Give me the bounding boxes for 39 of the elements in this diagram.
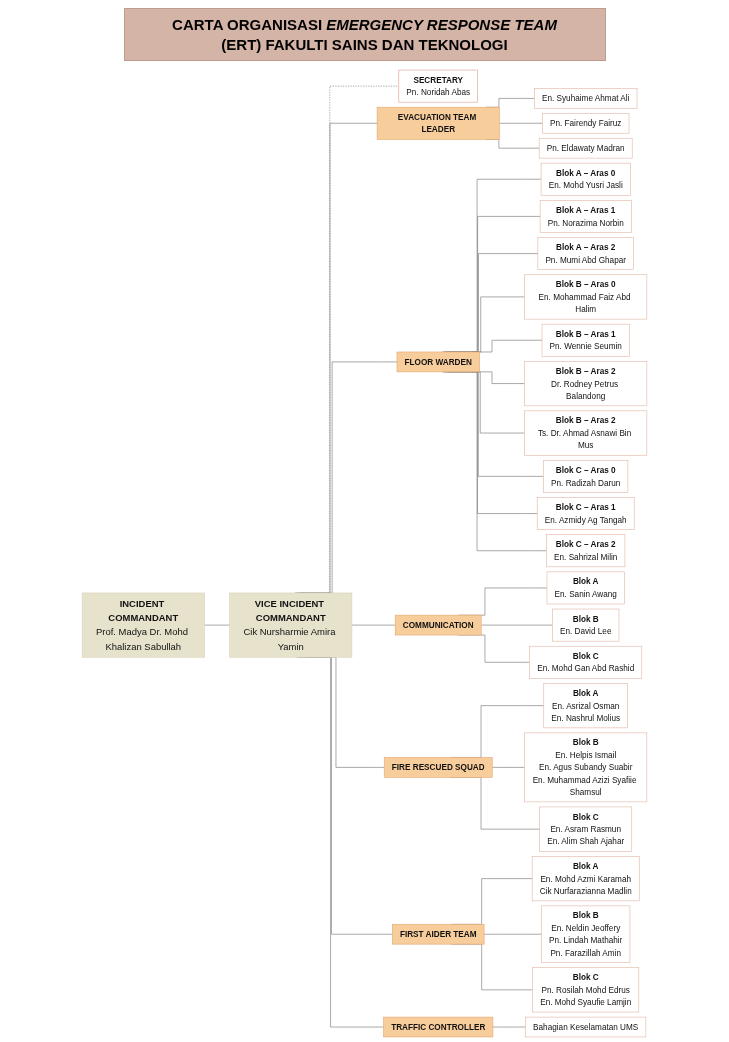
node-box: Blok B En. David Lee [552,608,620,642]
node-box: Bahagian Keselamatan UMS [525,1016,647,1038]
node-box: Blok A – Aras 2 Pn. Mumi Abd Ghapar [537,237,634,270]
node-box: Pn. Fairendy Fairuz [542,113,630,134]
node-box: Blok C – Aras 1 En. Azmidy Ag Tangah [536,497,635,530]
node-box: Blok B En. Neldin Jeoffery Pn. Lindah Mathahir Pn. Farazillah Amin [541,905,631,963]
node-box: Blok C En. Asram Rasmun En. Alim Shah Ajahar [539,806,633,852]
node-box: Blok A – Aras 0 En. Mohd Yusri Jasli [540,162,631,196]
connector [351,624,396,626]
node-box: SECRETARY Pn. Noridah Abas [398,69,478,103]
node-box: COMMUNICATION [394,614,482,636]
node-box: Blok A En. Sanin Awang [546,571,625,605]
node-box: VICE INCIDENT COMMANDANT Cik Nursharmie Amira Yamin [229,592,353,658]
connector [480,624,553,626]
node-box: FIRST AIDER TEAM [392,924,485,945]
connector [204,624,230,626]
node-box: Pn. Eldawaty Madran [538,137,633,159]
node-box: Blok B – Aras 2 Ts. Dr. Ahmad Asnawi Bin Mus [524,410,648,456]
node-box: FLOOR WARDEN [396,351,480,373]
node-box: Blok A En. Asrizal Osman En. Nashrul Molius [543,683,628,729]
node-box: Blok A – Aras 1 Pn. Norazima Norbin [539,200,632,233]
node-box: Blok C Pn. Rosilah Mohd Edrus En. Mohd Syaufie Lamjin [532,967,640,1013]
node-box: Blok B – Aras 1 Pn. Wennie Seumin [541,323,630,357]
node-box: TRAFFIC CONTROLLER [383,1016,494,1038]
node-box: INCIDENT COMMANDANT Prof. Madya Dr. Mohd Khalizan Sabullah [81,592,205,658]
node-box: EVACUATION TEAM LEADER [376,106,500,140]
node-box: Blok C – Aras 2 En. Sahrizal Milin [546,534,626,568]
node-box: Blok B En. Helpis Ismail En. Agus Subandy Suabir En. Muhammad Azizi Syafiie Shamsul [524,732,648,803]
node-box: Blok C En. Mohd Gan Abd Rashid [529,645,643,679]
node-box: Blok C – Aras 0 Pn. Radizah Darun [543,460,629,493]
node-box: Blok A En. Mohd Azmi Karamah Cik Nurfarazianna Madlin [531,856,640,902]
node-box: Blok B – Aras 0 En. Mohammad Faiz Abd Halim [524,274,648,320]
node-box: FIRE RESCUED SQUAD [383,757,493,778]
title-banner: CARTA ORGANISASI EMERGENCY RESPONSE TEAM (ERT) FAKULTI SAINS DAN TEKNOLOGI [123,8,606,61]
connector [499,123,543,124]
node-box: En. Syuhaime Ahmat Ali [534,88,638,109]
connector [491,767,525,768]
node-box: Blok B – Aras 2 Dr. Rodney Petrus Balandong [524,361,648,407]
connector [483,933,542,935]
